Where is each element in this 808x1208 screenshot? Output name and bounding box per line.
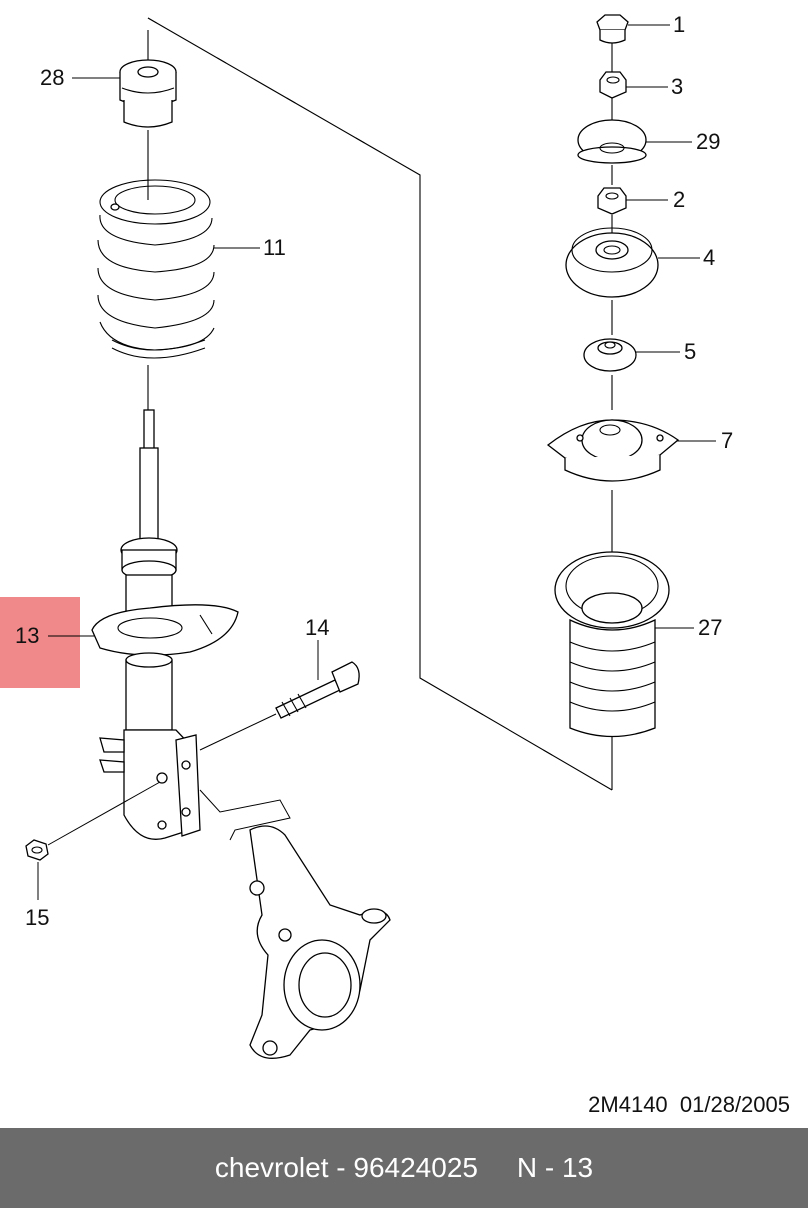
footer-position: N - 13	[516, 1152, 594, 1183]
bolt-part	[199, 661, 360, 751]
callout-1: 1	[673, 12, 686, 37]
callout-2: 2	[673, 187, 686, 212]
footer-brand: chevrolet	[214, 1152, 329, 1183]
leader-lines	[37, 24, 716, 900]
coil-spring-part	[97, 179, 215, 359]
diagram-reference: 2M4140 01/28/2005	[588, 1092, 790, 1117]
footer-gap	[478, 1152, 517, 1184]
callout-7: 7	[721, 428, 734, 453]
lock-nut-part	[597, 187, 627, 215]
steering-knuckle-part	[199, 789, 391, 1059]
callout-3: 3	[671, 74, 684, 99]
bearing-part	[583, 338, 637, 372]
cap-part	[596, 14, 629, 44]
dust-boot-part	[554, 551, 670, 738]
strut-mount-part	[565, 227, 659, 298]
nut-part	[25, 781, 161, 861]
callout-27: 27	[698, 615, 723, 640]
footer-separator: -	[328, 1152, 354, 1183]
upper-spring-seat-part	[546, 419, 680, 482]
bump-stop-part	[119, 59, 177, 128]
strut-exploded-diagram	[25, 14, 716, 1059]
callout-11: 11	[263, 235, 286, 260]
callout-29: 29	[696, 129, 721, 154]
footer-bar: chevrolet - 96424025 N - 13	[0, 1128, 808, 1208]
callout-15: 15	[25, 905, 50, 930]
callout-4: 4	[703, 245, 716, 270]
footer-part-number: 96424025	[353, 1152, 478, 1183]
assembly-frame	[147, 17, 613, 791]
washer-part	[577, 119, 647, 164]
callout-28: 28	[40, 65, 65, 90]
upper-nut-part	[599, 71, 627, 99]
callout-14: 14	[305, 615, 330, 640]
strut-assembly-part	[91, 409, 239, 840]
callout-13-highlight	[0, 597, 80, 688]
callout-13: 13	[15, 623, 40, 648]
callout-5: 5	[684, 339, 697, 364]
